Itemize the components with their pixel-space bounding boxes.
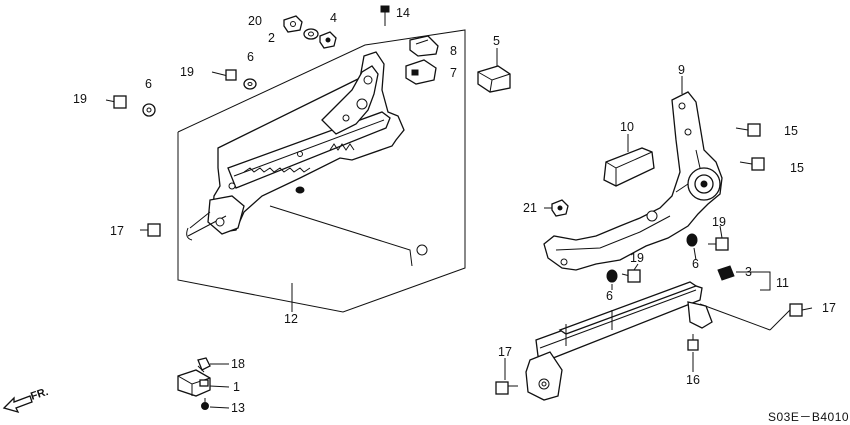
callout-10: 10 (620, 120, 634, 134)
callout-3: 3 (745, 265, 752, 279)
callout-14: 14 (396, 6, 410, 20)
part-16-bolt (687, 334, 699, 351)
part-6-washer-upper (243, 78, 257, 90)
callout-6-left: 6 (145, 77, 152, 91)
part-6-washer-right-a (686, 233, 698, 247)
callout-12: 12 (284, 312, 298, 326)
callout-19-b: 19 (73, 92, 87, 106)
callouts: 1 2 3 4 5 6 6 6 6 7 8 9 10 11 12 13 14 1… (73, 6, 836, 415)
part-18-clip (197, 357, 211, 373)
callout-15-b: 15 (790, 161, 804, 175)
part-20-nut (283, 15, 303, 33)
direction-label: FR. (29, 386, 50, 403)
right-seat-recliner-assembly (525, 91, 771, 401)
part-6-washer-left (142, 103, 156, 117)
part-10-release-handle (603, 147, 655, 187)
callout-1: 1 (233, 380, 240, 394)
callout-18: 18 (231, 357, 245, 371)
front-arrow-icon (2, 395, 33, 414)
callout-17-right: 17 (822, 301, 836, 315)
part-19-bolt-a (211, 69, 237, 81)
callout-17-left: 17 (110, 224, 124, 238)
front-direction-indicator: FR. (2, 386, 50, 414)
diagram-code: S03E－B4010 (768, 410, 849, 424)
part-14-bolt (380, 5, 390, 26)
callout-13: 13 (231, 401, 245, 415)
callout-20: 20 (248, 14, 262, 28)
callout-19-a: 19 (180, 65, 194, 79)
part-13-screw (201, 398, 209, 410)
part-1-switch (177, 369, 211, 397)
part-15-bolt-a (735, 123, 761, 137)
part-3-clip (717, 265, 735, 281)
part-6-washer-right-b (606, 269, 618, 283)
callout-19-d: 19 (630, 251, 644, 265)
callout-4: 4 (330, 11, 337, 25)
part-4-nut (319, 31, 337, 49)
part-19-bolt-c (708, 237, 729, 251)
callout-9: 9 (678, 63, 685, 77)
part-7-clip (405, 59, 437, 85)
left-seat-rail-mechanism (186, 51, 428, 267)
callout-5: 5 (493, 34, 500, 48)
callout-19-c: 19 (712, 215, 726, 229)
part-2-washer (303, 28, 319, 40)
part-19-bolt-b (105, 95, 127, 109)
part-17-bolt-left (140, 223, 161, 237)
part-17-bolt-right (789, 303, 813, 317)
callout-2: 2 (268, 31, 275, 45)
part-17-bolt-bottom (495, 381, 518, 395)
callout-8: 8 (450, 44, 457, 58)
part-8-clip (409, 35, 439, 57)
callout-17-bottom: 17 (498, 345, 512, 359)
callout-15-a: 15 (784, 124, 798, 138)
assembly-12-boundary (177, 29, 466, 313)
part-19-bolt-d (621, 269, 641, 283)
part-5-cover-cap (477, 65, 511, 93)
leader-lines (209, 48, 791, 409)
callout-7: 7 (450, 66, 457, 80)
callout-6-right-a: 6 (692, 257, 699, 271)
callout-16: 16 (686, 373, 700, 387)
part-21-nut (551, 199, 569, 217)
callout-6-right-b: 6 (606, 289, 613, 303)
callout-6-upper: 6 (247, 50, 254, 64)
callout-21: 21 (523, 201, 537, 215)
part-15-bolt-b (739, 157, 765, 171)
callout-11: 11 (776, 276, 789, 290)
